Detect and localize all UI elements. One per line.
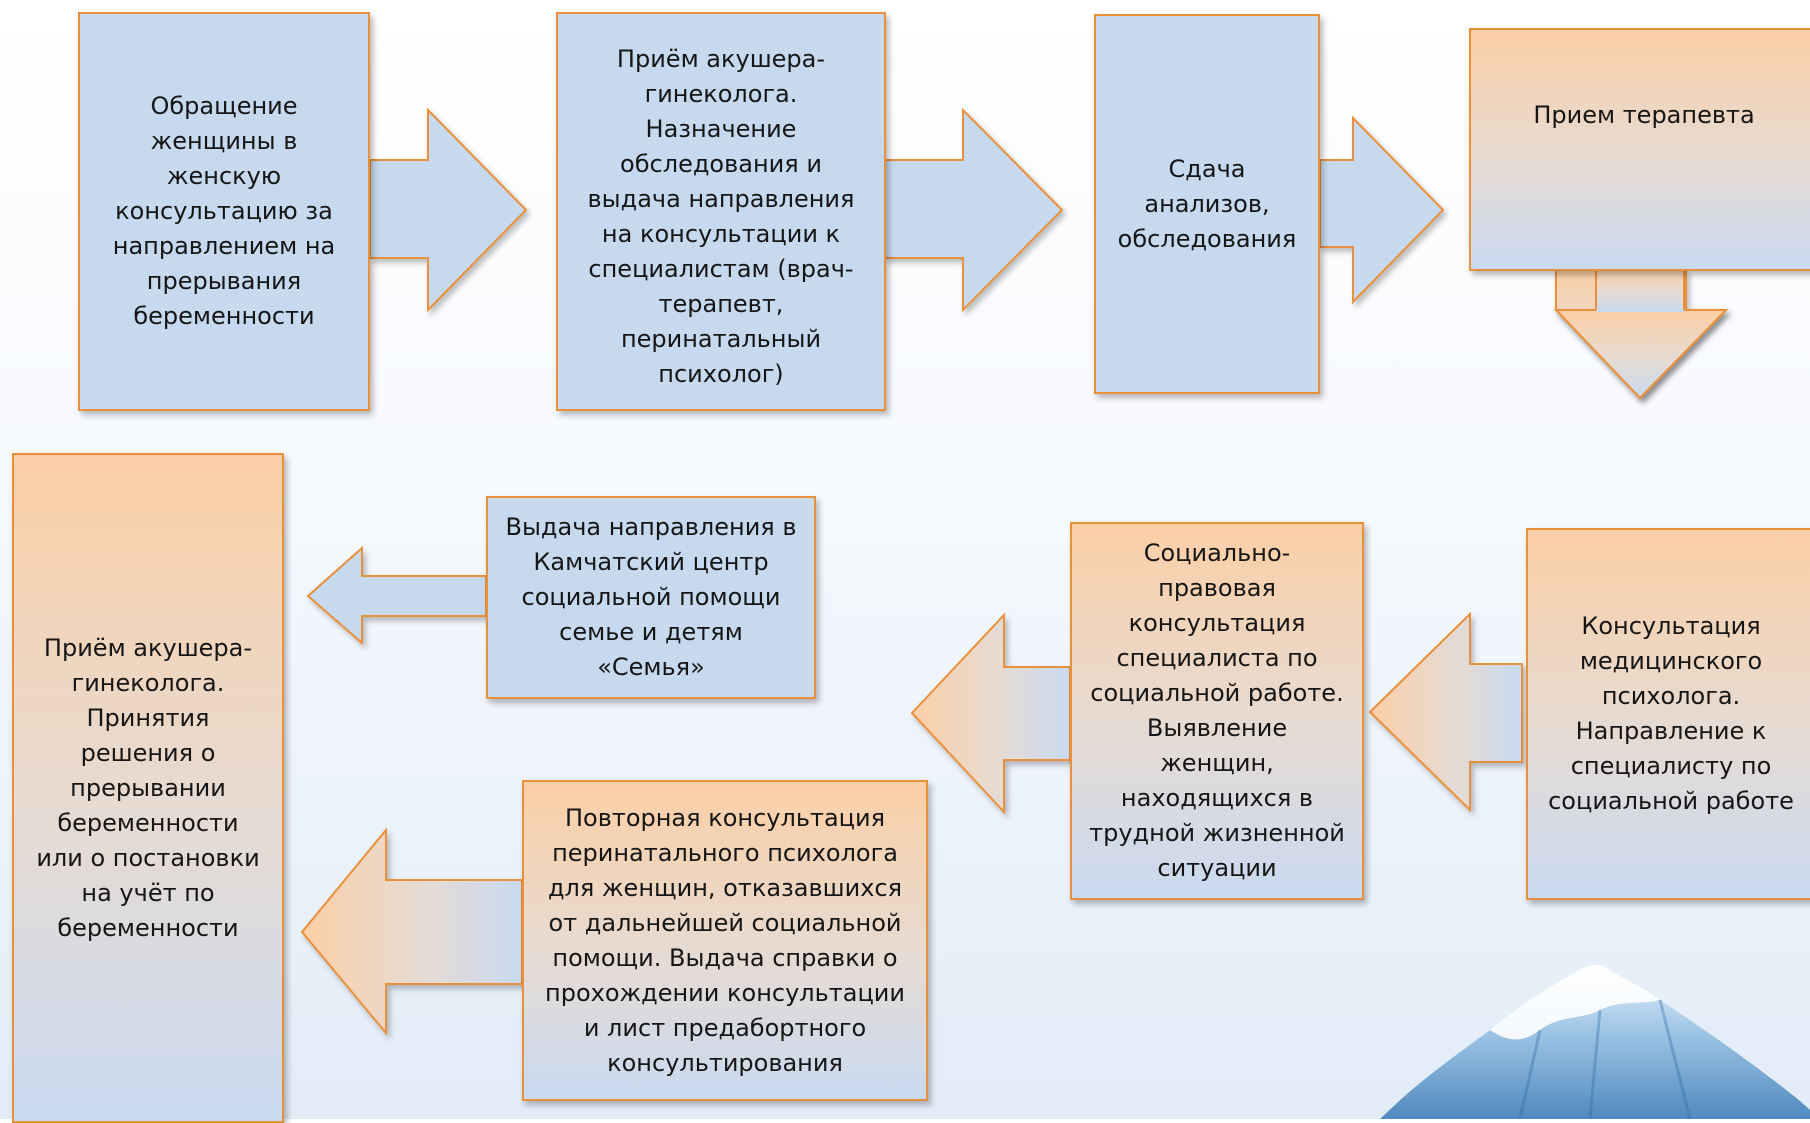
arrow-left-4 bbox=[300, 827, 523, 1036]
arrow-right-1 bbox=[369, 107, 528, 313]
step-box-therapist: Прием терапевта bbox=[1469, 28, 1810, 271]
arrow-left-2 bbox=[910, 612, 1071, 815]
step-text-tests: Сдача анализов, обследования bbox=[1117, 154, 1297, 253]
arrow-left-3 bbox=[306, 545, 487, 646]
step-text-request: Обращение женщины в женскую консультацию… bbox=[112, 92, 336, 330]
arrow-right-3 bbox=[1319, 115, 1445, 305]
step-box-gynecologist-decision: Приём акушера- гинеколога. Принятия реше… bbox=[12, 453, 284, 1123]
step-text-referral-center: Выдача направления в Камчатский центр со… bbox=[505, 513, 797, 681]
step-box-tests: Сдача анализов, обследования bbox=[1094, 14, 1320, 394]
step-box-referral-center: Выдача направления в Камчатский центр со… bbox=[486, 496, 816, 699]
step-box-psychologist: Консультация медицинского психолога. Нап… bbox=[1526, 528, 1810, 900]
step-text-social-worker: Социально- правовая консультация специал… bbox=[1089, 539, 1345, 882]
step-text-therapist: Прием терапевта bbox=[1533, 101, 1755, 129]
step-box-gynecologist-first: Приём акушера- гинеколога. Назначение об… bbox=[556, 12, 886, 411]
step-text-psychologist: Консультация медицинского психолога. Нап… bbox=[1548, 612, 1794, 815]
arrow-down-shaft bbox=[1596, 268, 1684, 312]
mountain-illustration bbox=[1380, 964, 1810, 1119]
arrow-left-1 bbox=[1368, 611, 1523, 813]
step-box-social-worker: Социально- правовая консультация специал… bbox=[1070, 522, 1364, 900]
step-text-gynecologist-decision: Приём акушера- гинеколога. Принятия реше… bbox=[36, 633, 260, 942]
step-text-repeat-consultation: Повторная консультация перинатального пс… bbox=[545, 803, 905, 1077]
step-text-gynecologist-first: Приём акушера- гинеколога. Назначение об… bbox=[587, 45, 855, 388]
arrow-right-2 bbox=[883, 107, 1064, 313]
step-box-request: Обращение женщины в женскую консультацию… bbox=[78, 12, 370, 411]
step-box-repeat-consultation: Повторная консультация перинатального пс… bbox=[522, 780, 928, 1101]
